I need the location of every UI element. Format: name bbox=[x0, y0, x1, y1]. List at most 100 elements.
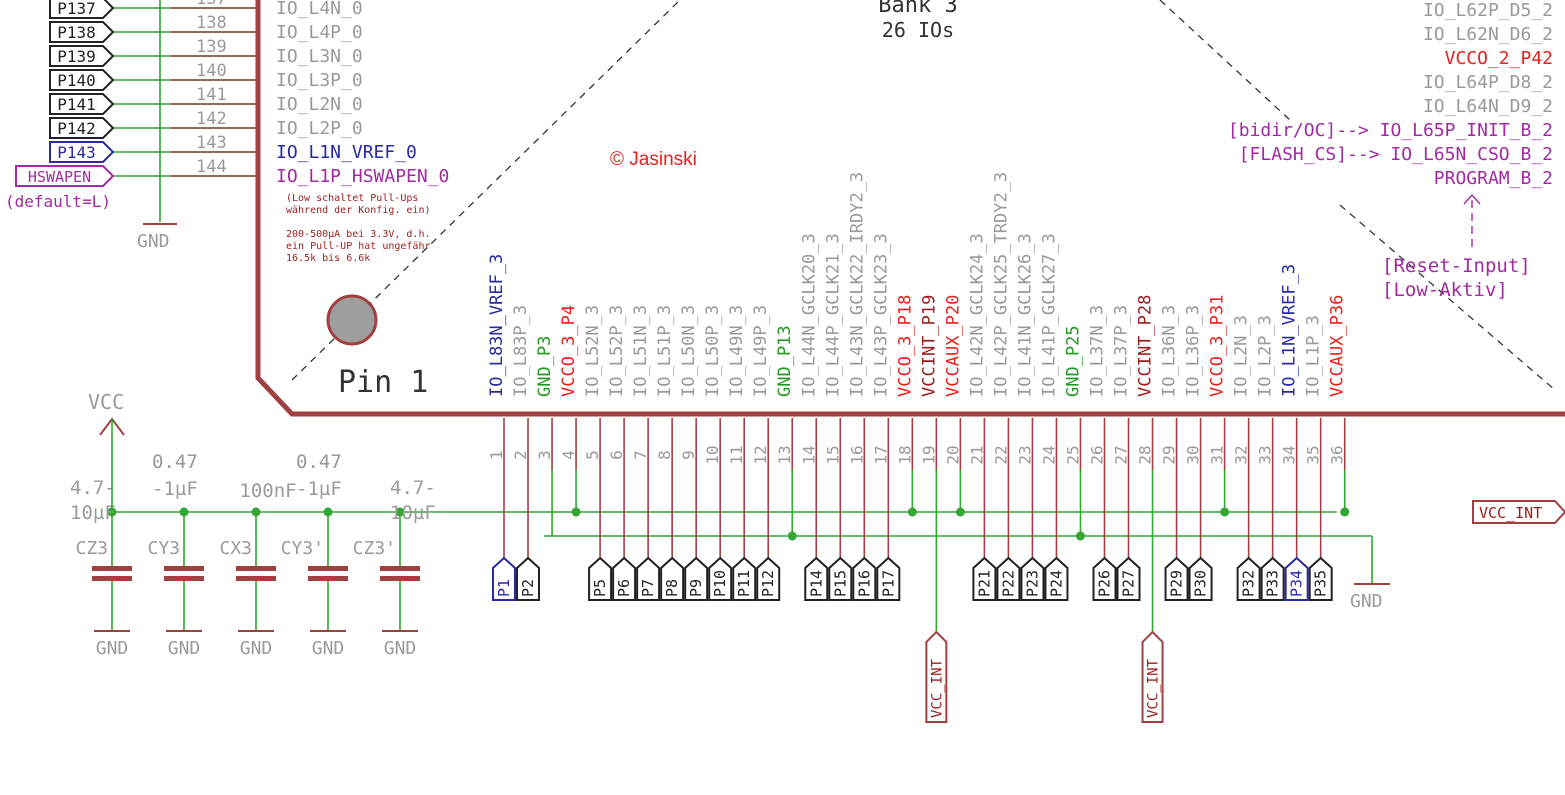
bottom-connector-label: P7 bbox=[639, 579, 657, 597]
copyright-text: © Jasinski bbox=[610, 149, 697, 170]
left-connector-box bbox=[49, 0, 115, 19]
bottom-pin-number: 26 bbox=[1088, 445, 1107, 464]
bottom-pin-number: 23 bbox=[1015, 445, 1034, 464]
bottom-pin-name: IO_L1N_VREF_3 bbox=[1280, 264, 1300, 397]
bottom-pin-name: IO_L51P_3 bbox=[655, 305, 675, 397]
bottom-connector-label: P22 bbox=[999, 570, 1017, 597]
capacitor-gnd-label: GND bbox=[240, 638, 273, 659]
left-pin-number: 138 bbox=[196, 13, 227, 33]
left-connector-box bbox=[49, 117, 115, 139]
left-connector-box bbox=[49, 93, 115, 115]
bottom-pin-number: 22 bbox=[991, 445, 1010, 464]
bottom-pin-number: 20 bbox=[943, 445, 962, 464]
left-connector-label: P143 bbox=[57, 143, 96, 162]
bottom-pin-name: VCCAUX_P20 bbox=[943, 295, 963, 397]
right-signal-list: IO_L62P_D5_2IO_L62N_D6_2VCCO_2_P42IO_L64… bbox=[1228, 0, 1553, 189]
bottom-pin: 2IO_L83P_3P2 bbox=[511, 305, 541, 601]
capacitor-name: CY3' bbox=[281, 538, 324, 559]
bottom-pin-name: IO_L2N_3 bbox=[1232, 315, 1252, 397]
bottom-pin: 1IO_L83N_VREF_3P1 bbox=[487, 254, 516, 601]
bottom-connector-box bbox=[612, 556, 637, 601]
bottom-connector-label: P17 bbox=[879, 570, 897, 597]
vcc-symbol: VCC bbox=[88, 390, 125, 512]
left-connector-label: P142 bbox=[57, 119, 96, 138]
left-connector-label: HSWAPEN bbox=[28, 168, 91, 186]
vcc-label: VCC bbox=[88, 390, 124, 414]
pin1-label: Pin 1 bbox=[338, 365, 428, 400]
capacitor-name: CY3 bbox=[147, 538, 180, 559]
bottom-pin-number: 7 bbox=[631, 450, 650, 460]
bottom-connector-box bbox=[852, 556, 877, 601]
bottom-connector-label: P15 bbox=[831, 570, 849, 597]
bottom-connector-box bbox=[804, 556, 829, 601]
capacitor-gnd-label: GND bbox=[384, 638, 417, 659]
right-signal: [bidir/OC]--> IO_L65P_INIT_B_2 bbox=[1228, 120, 1553, 141]
bottom-connector-label: P29 bbox=[1168, 570, 1186, 597]
left-pin-signal: IO_L4N_0 bbox=[276, 0, 363, 19]
bottom-connector-box bbox=[492, 556, 516, 601]
bottom-pin-number: 33 bbox=[1256, 445, 1275, 464]
bottom-connector-label: P26 bbox=[1096, 570, 1114, 597]
bottom-connector-box bbox=[516, 556, 541, 601]
bottom-connector-label: P23 bbox=[1023, 570, 1041, 597]
bottom-pin-name: IO_L2P_3 bbox=[1256, 315, 1276, 397]
bottom-pin-number: 4 bbox=[559, 450, 578, 460]
dashed-guides bbox=[291, 0, 1556, 391]
vcc-int-port-label: VCC_INT bbox=[929, 658, 945, 718]
bottom-pin-name: VCCO_3_P31 bbox=[1208, 295, 1228, 397]
bottom-pin: 8IO_L51P_3P8 bbox=[655, 305, 685, 601]
bottom-connector-box bbox=[972, 556, 997, 601]
vcc-int-label: VCC_INT bbox=[1479, 504, 1542, 522]
bottom-pin-number: 30 bbox=[1184, 445, 1203, 464]
right-signal: IO_L62P_D5_2 bbox=[1423, 0, 1553, 21]
bottom-connector-label: P10 bbox=[711, 570, 729, 597]
bank-title: Bank 3 bbox=[878, 0, 957, 18]
bottom-connector-box bbox=[1116, 556, 1141, 601]
bottom-connector-box bbox=[660, 556, 685, 601]
left-pin-number: 139 bbox=[196, 37, 227, 57]
bottom-pin: 9IO_L50N_3P9 bbox=[679, 305, 709, 601]
left-pin-signal: IO_L4P_0 bbox=[276, 22, 363, 43]
bottom-connector-box bbox=[708, 556, 733, 601]
bottom-connector-box bbox=[1044, 556, 1069, 601]
left-pin-number: 141 bbox=[196, 85, 227, 105]
bottom-pin-number: 13 bbox=[775, 445, 794, 464]
left-pin-signal: IO_L3P_0 bbox=[276, 70, 363, 91]
left-pin-signal: IO_L1P_HSWAPEN_0 bbox=[276, 166, 449, 187]
bottom-pin-number: 6 bbox=[607, 450, 626, 460]
bottom-pin-number: 16 bbox=[847, 445, 866, 464]
bottom-pin-name: IO_L1P_3 bbox=[1304, 315, 1324, 397]
bottom-pin-name: IO_L41N_GCLK26_3 bbox=[1015, 233, 1035, 397]
capacitor-value: 10µF bbox=[70, 502, 116, 524]
bottom-pin-name: IO_L52P_3 bbox=[607, 305, 627, 397]
bottom-pin-name: IO_L52N_3 bbox=[583, 305, 603, 397]
bottom-pin-name: IO_L49P_3 bbox=[751, 305, 771, 397]
bottom-pin: 6IO_L52P_3P6 bbox=[607, 305, 637, 601]
bottom-pin-name: GND_P3 bbox=[535, 336, 555, 397]
bottom-connector-label: P1 bbox=[495, 579, 513, 597]
note-line: ein Pull-UP hat ungefähr bbox=[286, 241, 431, 252]
left-pin-row: 138 IO_L4P_0 P138 bbox=[49, 13, 363, 43]
capacitor-name: CZ3 bbox=[75, 538, 108, 559]
capacitor-value: 10µF bbox=[390, 502, 436, 524]
left-connector-label: P138 bbox=[57, 23, 96, 42]
capacitor-gnd-label: GND bbox=[168, 638, 201, 659]
bottom-connector-box bbox=[684, 556, 709, 601]
bank-subtitle: 26 IOs bbox=[882, 18, 954, 42]
